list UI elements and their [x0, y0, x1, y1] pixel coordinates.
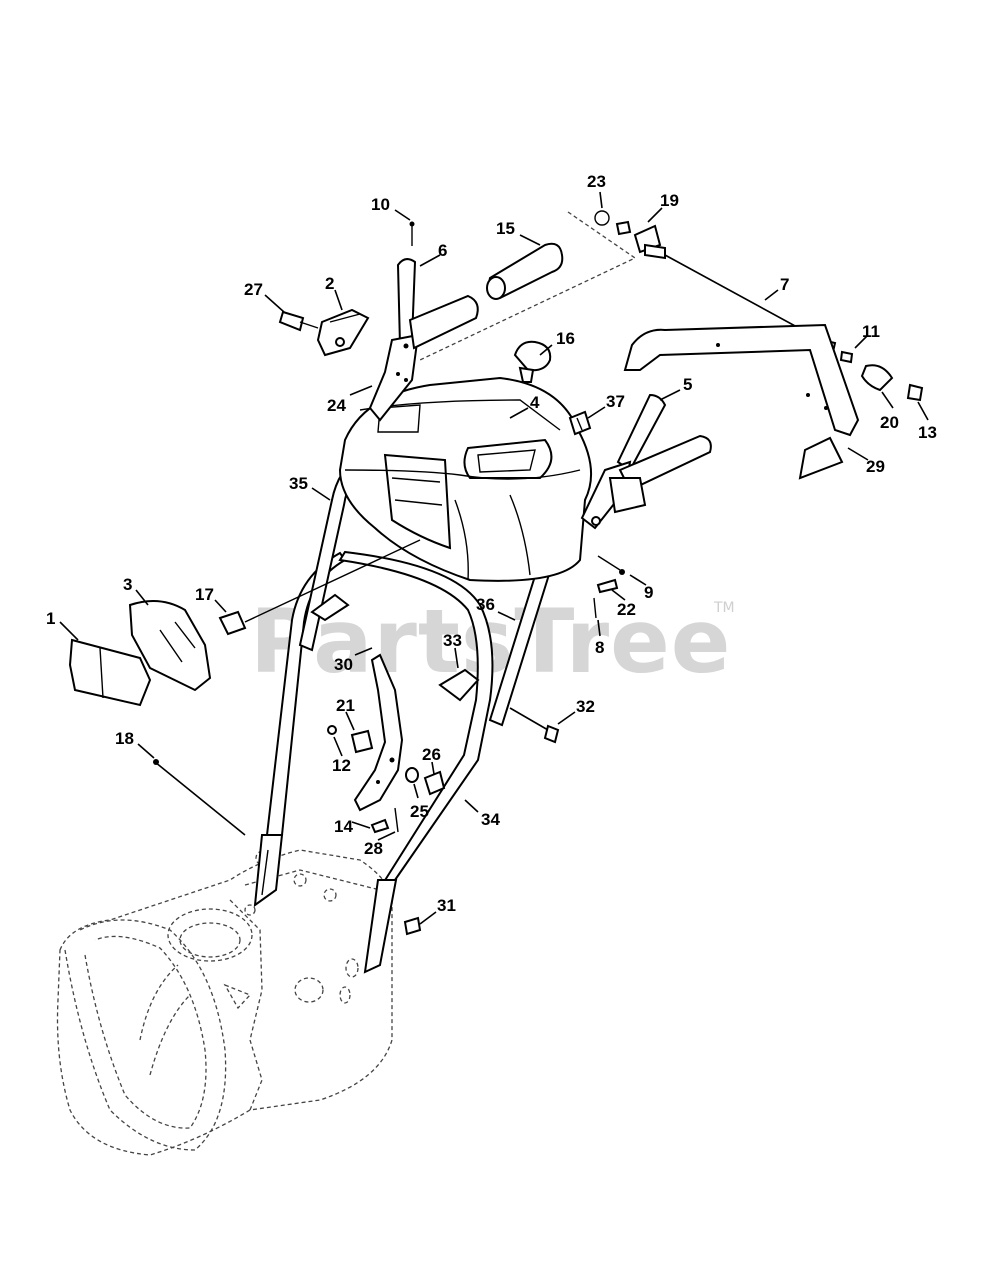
callout-10: 10 — [371, 195, 390, 214]
callout-25: 25 — [410, 802, 429, 821]
callout-18: 18 — [115, 729, 134, 748]
callout-6: 6 — [438, 241, 447, 260]
handle-knob-left — [310, 593, 350, 622]
callout-33: 33 — [443, 631, 462, 650]
callout-16: 16 — [556, 329, 575, 348]
screw-10 — [409, 221, 415, 246]
callout-1: 1 — [46, 609, 55, 628]
control-bracket — [316, 308, 370, 357]
cover-3 — [128, 600, 212, 692]
spring-21 — [350, 729, 374, 754]
callout-32: 32 — [576, 697, 595, 716]
callout-29: 29 — [866, 457, 885, 476]
pin-14 — [370, 818, 390, 834]
callout-12: 12 — [332, 756, 351, 775]
callout-23: 23 — [587, 172, 606, 191]
callout-7: 7 — [780, 275, 789, 294]
callout-37: 37 — [606, 392, 625, 411]
callout-20: 20 — [880, 413, 899, 432]
cover-1 — [68, 638, 152, 707]
clip-22 — [596, 578, 619, 594]
callout-31: 31 — [437, 896, 456, 915]
pin-28 — [394, 807, 399, 833]
callout-35: 35 — [289, 474, 308, 493]
screw-9 — [597, 555, 625, 575]
callout-13: 13 — [918, 423, 937, 442]
callout-2: 2 — [325, 274, 334, 293]
callout-3: 3 — [123, 575, 132, 594]
watermark-trademark: TM — [713, 600, 735, 616]
plug-17 — [218, 539, 421, 636]
callout-9: 9 — [644, 583, 653, 602]
callout-14: 14 — [334, 817, 353, 836]
bolt-32 — [509, 707, 560, 744]
callout-36: 36 — [476, 595, 495, 614]
washer-25 — [405, 767, 419, 783]
callout-19: 19 — [660, 191, 679, 210]
bolt-26 — [423, 770, 446, 796]
lower-handle-right — [338, 550, 494, 974]
callout-11: 11 — [862, 322, 880, 341]
callout-30: 30 — [334, 655, 353, 674]
auger-housing — [56, 849, 393, 1156]
left-upper-handle — [368, 258, 479, 422]
callout-labels: 1 2 3 4 5 6 7 8 9 10 11 12 13 14 15 16 1… — [46, 172, 937, 915]
screw-27 — [278, 310, 319, 332]
nut-12 — [327, 725, 337, 735]
control-lever — [353, 653, 404, 812]
callout-22: 22 — [617, 600, 636, 619]
handle-knob-33 — [438, 668, 480, 702]
dash-panel — [338, 376, 593, 582]
callout-28: 28 — [364, 839, 383, 858]
callout-5: 5 — [683, 375, 692, 394]
callout-26: 26 — [422, 745, 441, 764]
callout-8: 8 — [595, 638, 604, 657]
callout-21: 21 — [336, 696, 355, 715]
callout-15: 15 — [496, 219, 515, 238]
handle-grip — [486, 242, 564, 300]
bolt-31 — [403, 916, 422, 936]
shift-cable — [419, 210, 924, 402]
callout-17: 17 — [195, 585, 214, 604]
callout-34: 34 — [481, 810, 500, 829]
shift-bracket — [623, 323, 860, 480]
callout-27: 27 — [244, 280, 263, 299]
knob — [513, 340, 552, 383]
callout-24: 24 — [327, 396, 346, 415]
pin-8 — [593, 597, 597, 619]
leader-lines — [59, 191, 929, 925]
part-37 — [568, 410, 592, 436]
callout-4: 4 — [530, 393, 540, 412]
cable-tie — [153, 759, 246, 836]
right-upper-handle — [580, 393, 712, 530]
